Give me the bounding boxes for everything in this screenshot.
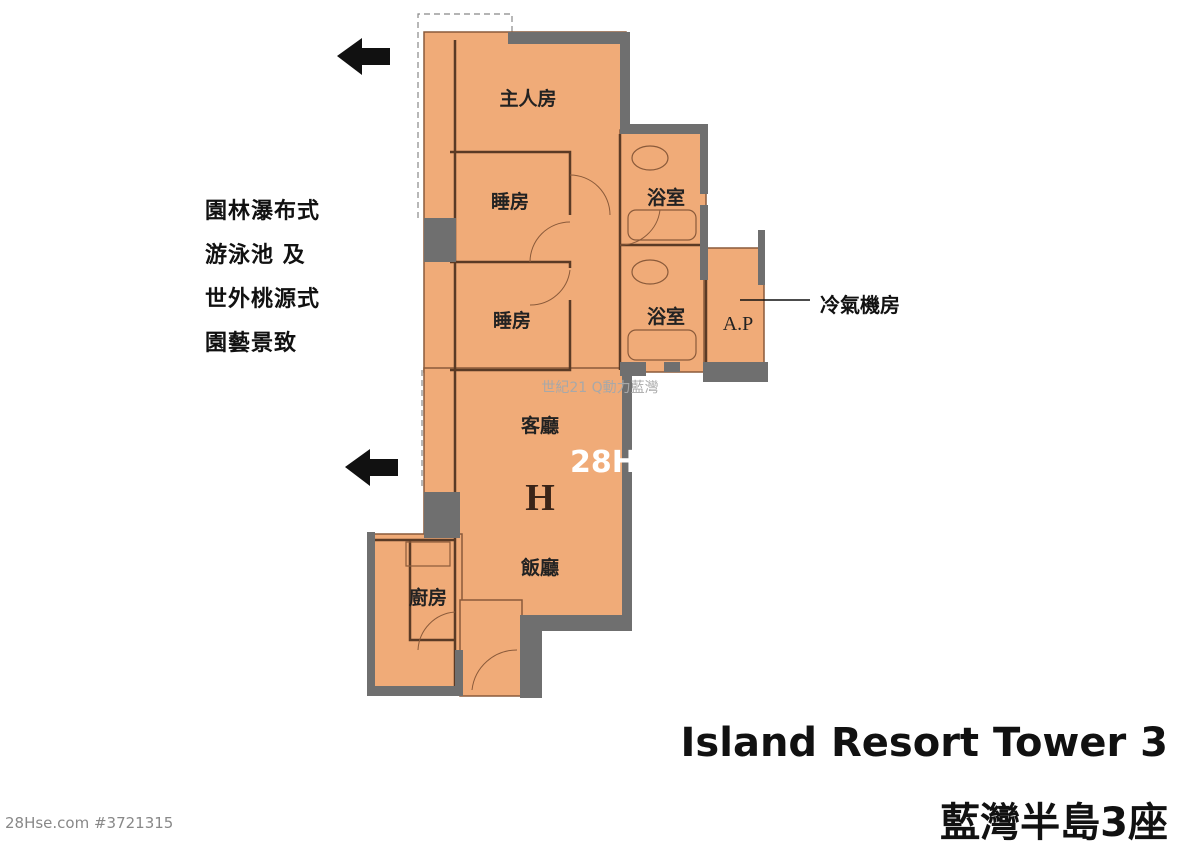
bathroom-fixtures: [405, 145, 697, 567]
site-watermark: 28Hse.: [570, 445, 686, 480]
balcony-outline: [417, 13, 513, 490]
side-text-line: 園林瀑布式: [205, 199, 321, 224]
footer-listing-id: 28Hse.com #3721315: [5, 814, 174, 832]
door-swings: [417, 174, 661, 691]
room-label-kitchen: 廚房: [409, 586, 447, 609]
title-english: Island Resort Tower 3: [680, 720, 1168, 766]
ac-room-callout: 冷氣機房: [820, 293, 900, 317]
arrow-left-icon: [337, 38, 390, 75]
interior-walls: [370, 40, 708, 690]
room-label-ap: A.P: [723, 313, 754, 335]
room-label-living-room: 客廳: [521, 414, 559, 437]
room-label-dining-room: 飯廳: [520, 556, 559, 579]
floor-area: [367, 31, 765, 697]
structural-walls: [367, 32, 768, 698]
room-label-bedroom: 睡房: [491, 190, 529, 213]
title-chinese: 藍灣半島3座: [940, 800, 1168, 846]
side-text-line: 世外桃源式: [205, 287, 321, 312]
room-label-bedroom: 睡房: [493, 309, 531, 332]
unit-label: H: [525, 477, 555, 519]
agency-watermark: 世紀21 Q動力藍灣: [541, 380, 658, 396]
arrow-left-icon: [345, 449, 398, 486]
room-label-master-bedroom: 主人房: [499, 87, 556, 110]
room-label-bathroom: 浴室: [647, 305, 685, 328]
room-label-bathroom: 浴室: [647, 186, 685, 209]
side-text-line: 游泳池 及: [205, 243, 306, 268]
side-text-line: 園藝景致: [205, 331, 298, 356]
